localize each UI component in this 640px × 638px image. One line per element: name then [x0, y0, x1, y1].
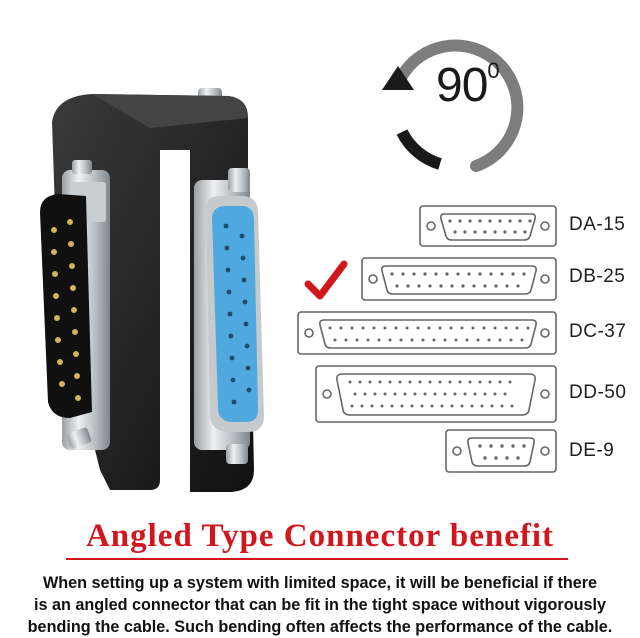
headline: Angled Type Connector benefit: [85, 518, 555, 554]
description-line-1: When setting up a system with limited sp…: [42, 574, 598, 592]
connector-label-db25: DB-25: [569, 266, 626, 287]
connector-label-dc37: DC-37: [569, 321, 627, 342]
product-photo: [40, 39, 557, 492]
rotation-badge: [382, 39, 524, 172]
male-connector: [40, 160, 110, 450]
angle-label: 900: [436, 58, 500, 112]
description-line-2: is an angled connector that can be fit i…: [33, 596, 607, 614]
female-connector: [194, 168, 264, 464]
checkmark-icon: [304, 260, 348, 300]
connector-label-dd50: DD-50: [569, 382, 627, 403]
description: When setting up a system with limited sp…: [0, 572, 640, 638]
male-insert: [40, 194, 92, 418]
headline-underline: [66, 558, 568, 560]
connector-label-de9: DE-9: [569, 440, 615, 461]
description-line-3: bending the cable. Such bending often af…: [27, 618, 613, 636]
arrow-head-icon: [382, 66, 414, 90]
connector-outlines: [297, 205, 557, 473]
connector-pin-dots: [328, 219, 532, 460]
connector-label-da15: DA-15: [569, 214, 626, 235]
